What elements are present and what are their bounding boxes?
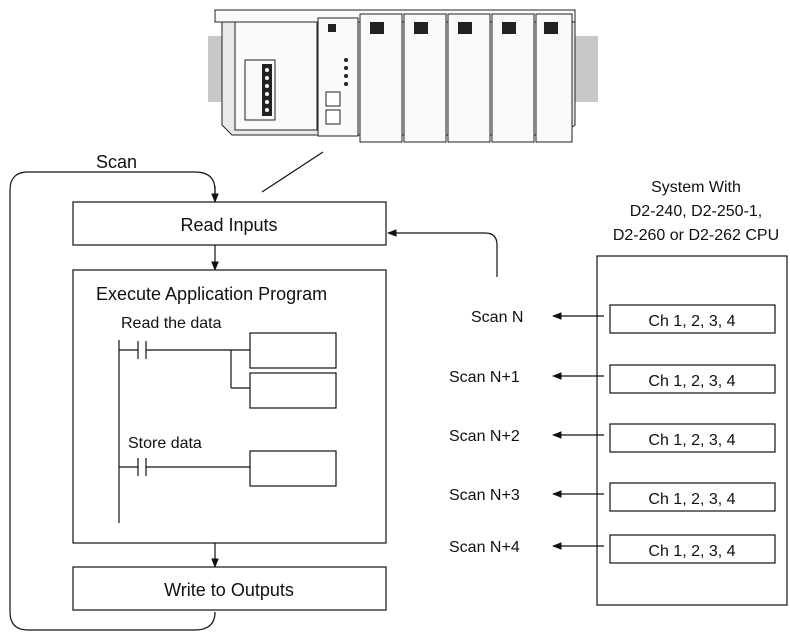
scan-row: Scan N+1 Ch 1, 2, 3, 4 <box>449 364 776 394</box>
normally-open-contact-icon <box>119 341 250 359</box>
scan-row-label: Scan N+3 <box>449 487 520 504</box>
read-inputs-box: Read Inputs <box>72 201 387 246</box>
write-outputs-label: Write to Outputs <box>164 580 294 600</box>
plc-rack-icon <box>208 9 598 193</box>
write-outputs-box: Write to Outputs <box>72 566 387 611</box>
cpu-title-line-3: D2-260 or D2-262 CPU <box>613 227 779 244</box>
normally-open-contact-icon <box>119 458 250 476</box>
io-modules <box>359 13 573 143</box>
read-instruction-box-1 <box>249 332 337 369</box>
store-instruction-box <box>249 450 337 487</box>
scan-row-label: Scan N+4 <box>449 539 520 556</box>
read-inputs-label: Read Inputs <box>180 215 277 235</box>
channel-label: Ch 1, 2, 3, 4 <box>648 313 735 330</box>
read-data-label: Read the data <box>121 315 222 332</box>
channel-label: Ch 1, 2, 3, 4 <box>648 432 735 449</box>
channel-label: Ch 1, 2, 3, 4 <box>648 373 735 390</box>
scan-row: Scan N+4 Ch 1, 2, 3, 4 <box>449 534 776 564</box>
scan-row: Scan N Ch 1, 2, 3, 4 <box>471 304 776 334</box>
scan-label: Scan <box>96 152 137 172</box>
scan-row-label: Scan N <box>471 309 523 326</box>
read-instruction-box-2 <box>249 372 337 409</box>
scan-loop: Scan <box>9 152 219 631</box>
cpu-title-line-1: System With <box>651 179 741 196</box>
channel-label: Ch 1, 2, 3, 4 <box>648 491 735 508</box>
scan-row-label: Scan N+2 <box>449 428 520 445</box>
scan-row: Scan N+2 Ch 1, 2, 3, 4 <box>449 423 776 453</box>
store-data-label: Store data <box>128 435 202 452</box>
execute-program-box: Execute Application Program Read the dat… <box>72 269 387 544</box>
cpu-title-line-2: D2-240, D2-250-1, <box>630 203 763 220</box>
scan-row: Scan N+3 Ch 1, 2, 3, 4 <box>449 482 776 512</box>
cpu-system-title: System With D2-240, D2-250-1, D2-260 or … <box>613 179 779 244</box>
return-arrow <box>387 229 498 277</box>
scan-row-label: Scan N+1 <box>449 369 520 386</box>
execute-program-label: Execute Application Program <box>96 284 327 304</box>
channel-label: Ch 1, 2, 3, 4 <box>648 543 735 560</box>
